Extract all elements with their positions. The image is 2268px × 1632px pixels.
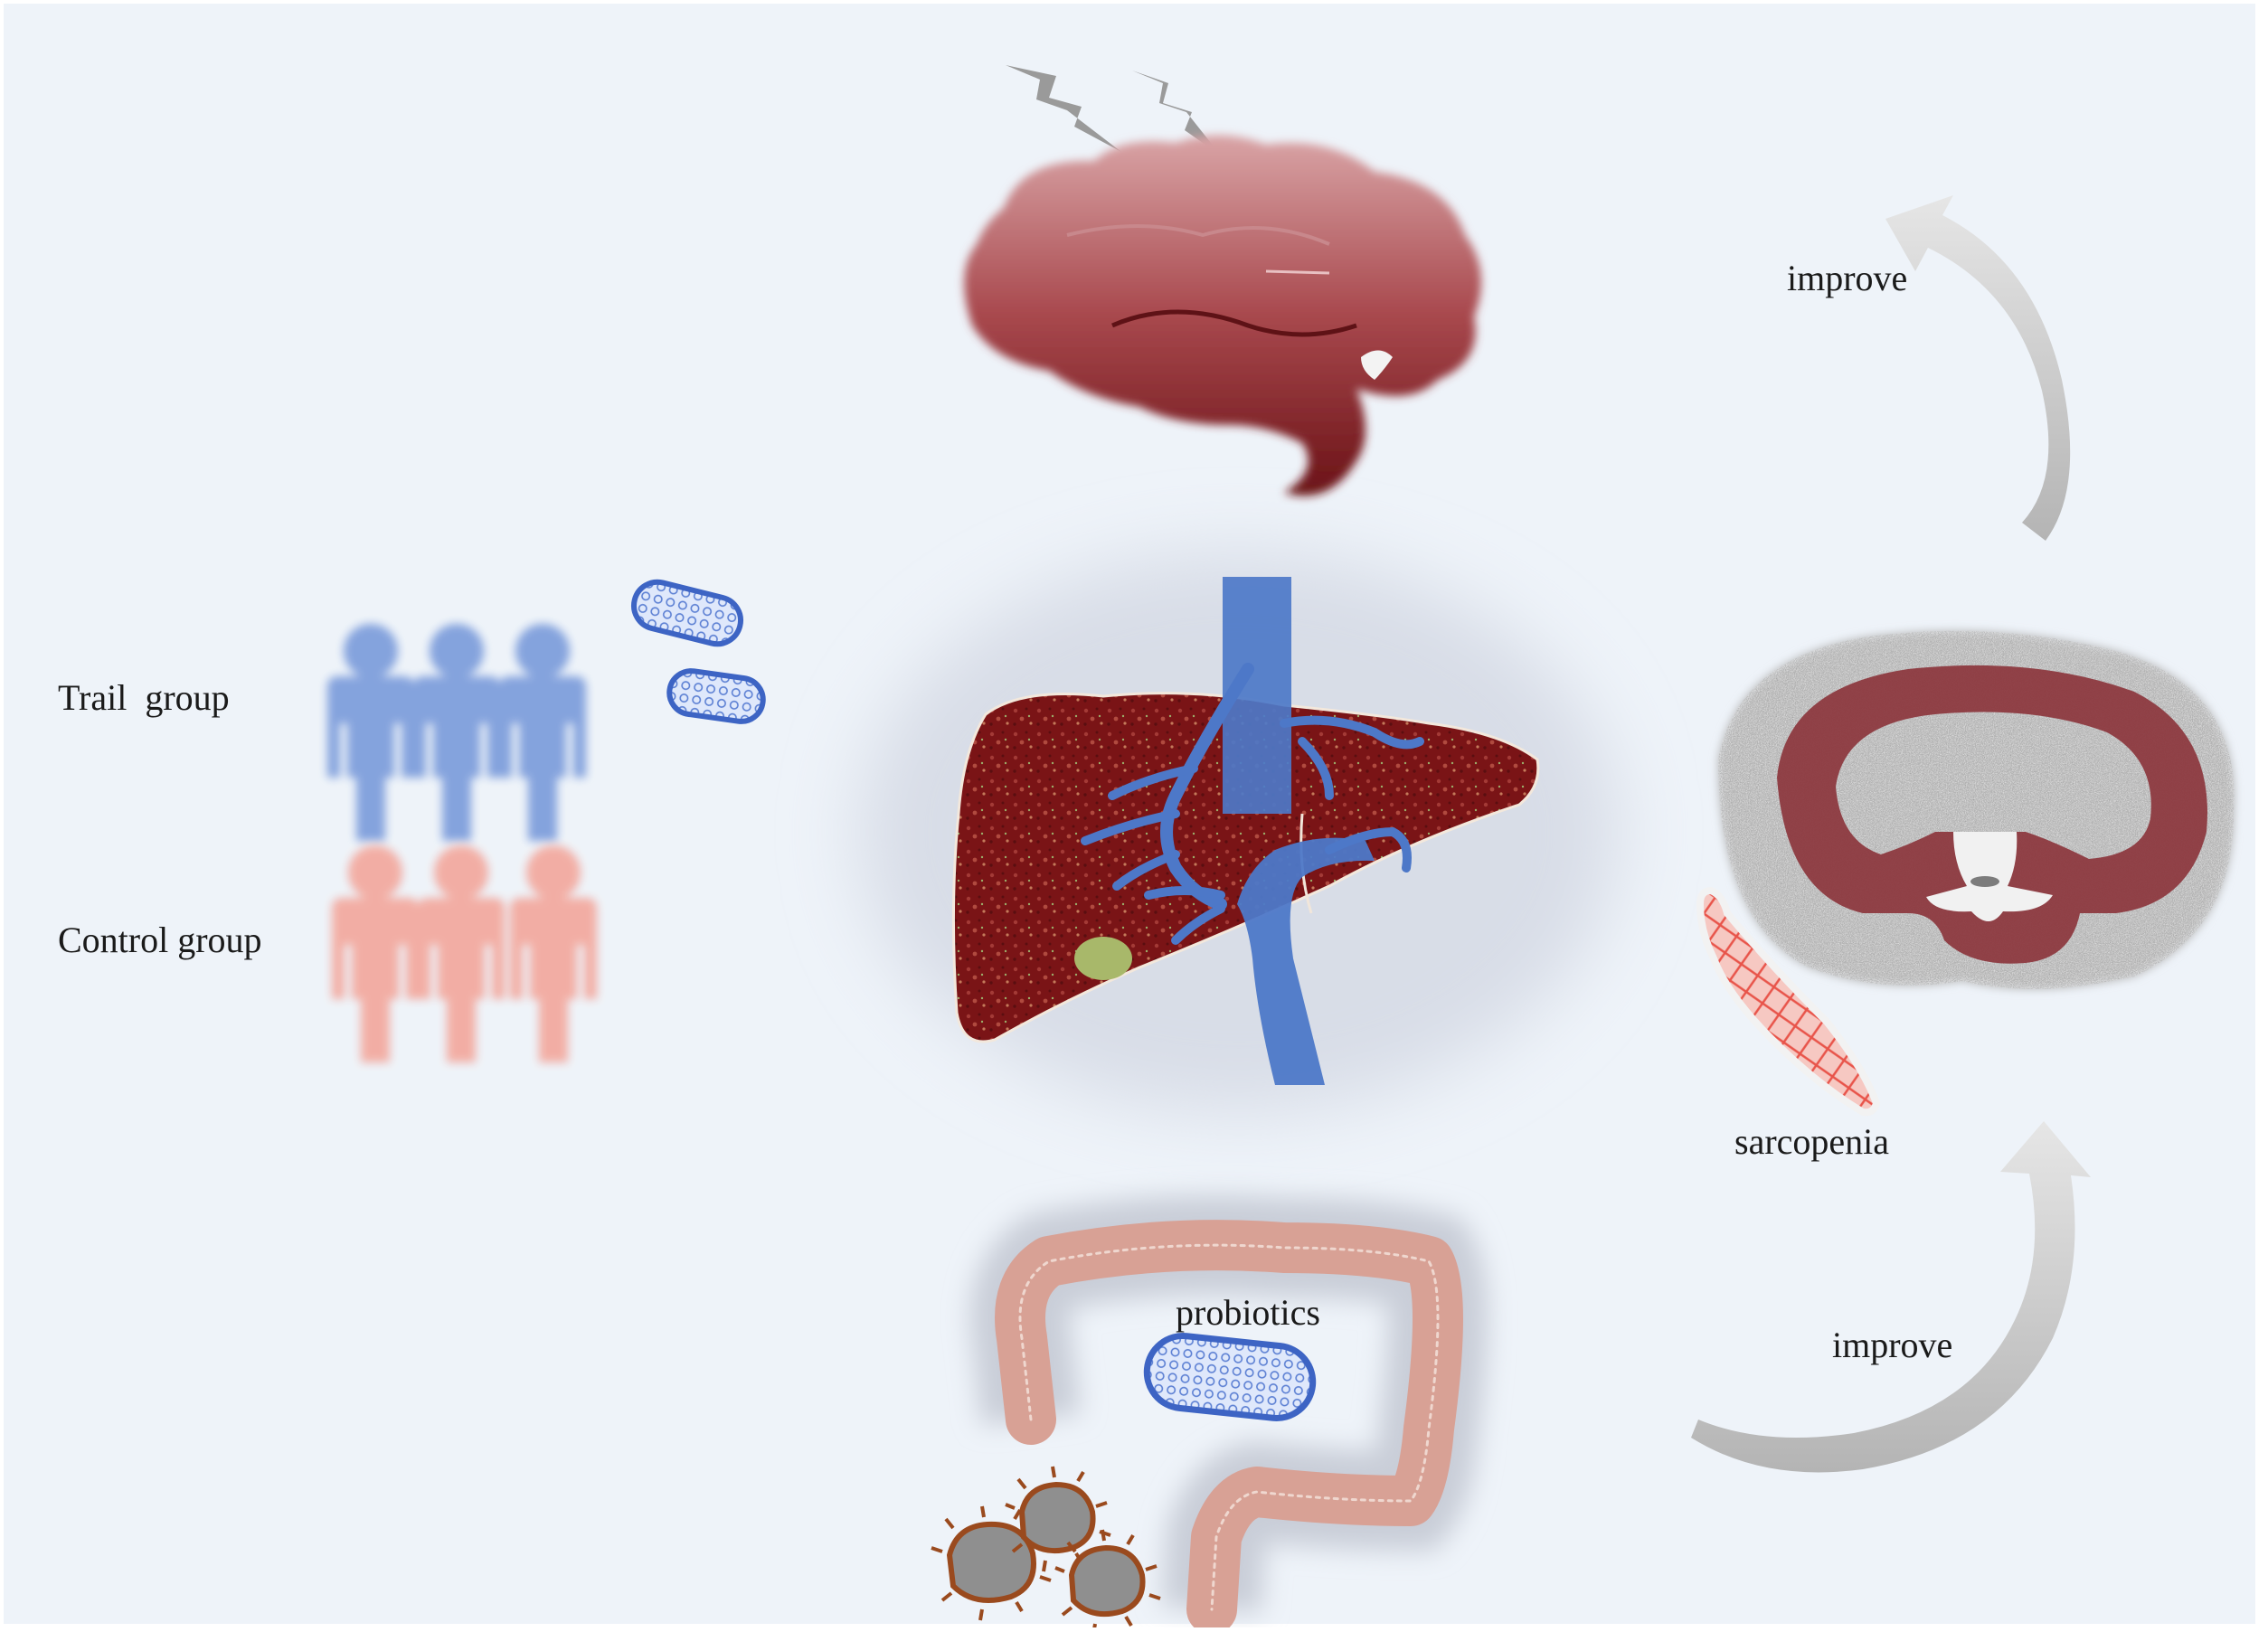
curved-arrow-icon [1885, 195, 2071, 541]
improve-label-bottom: improve [1832, 1325, 1953, 1365]
sarcopenia-label: sarcopenia [1734, 1121, 1890, 1162]
improve-label-top: improve [1787, 258, 1908, 298]
probiotics-label: probiotics [1176, 1292, 1320, 1333]
muscle-cross-section-icon [1718, 630, 2235, 989]
probiotic-capsule-icon [631, 579, 743, 647]
curved-arrow-icon [1691, 1121, 2091, 1473]
person-icon [510, 845, 597, 1062]
trail-group-label: Trail group [58, 677, 230, 718]
control-group-people [332, 845, 597, 1062]
portal-vein-icon [1081, 577, 1424, 1085]
trail-group-people [327, 624, 586, 841]
gallbladder-icon [1074, 937, 1132, 980]
person-icon [418, 845, 505, 1062]
person-icon [413, 624, 500, 841]
intestine-icon [995, 1220, 1463, 1632]
person-icon [327, 624, 414, 841]
lightning-bolt-icon [1006, 65, 1221, 156]
probiotic-capsule-icon [666, 668, 766, 724]
probiotic-capsule-icon [1143, 1333, 1317, 1421]
pathogen-bacteria-icon [931, 1466, 1161, 1632]
control-group-label: Control group [58, 920, 262, 960]
person-icon [332, 845, 419, 1062]
person-icon [499, 624, 586, 841]
brain-icon [964, 135, 1481, 496]
muscle-fiber-icon [1696, 886, 1881, 1117]
